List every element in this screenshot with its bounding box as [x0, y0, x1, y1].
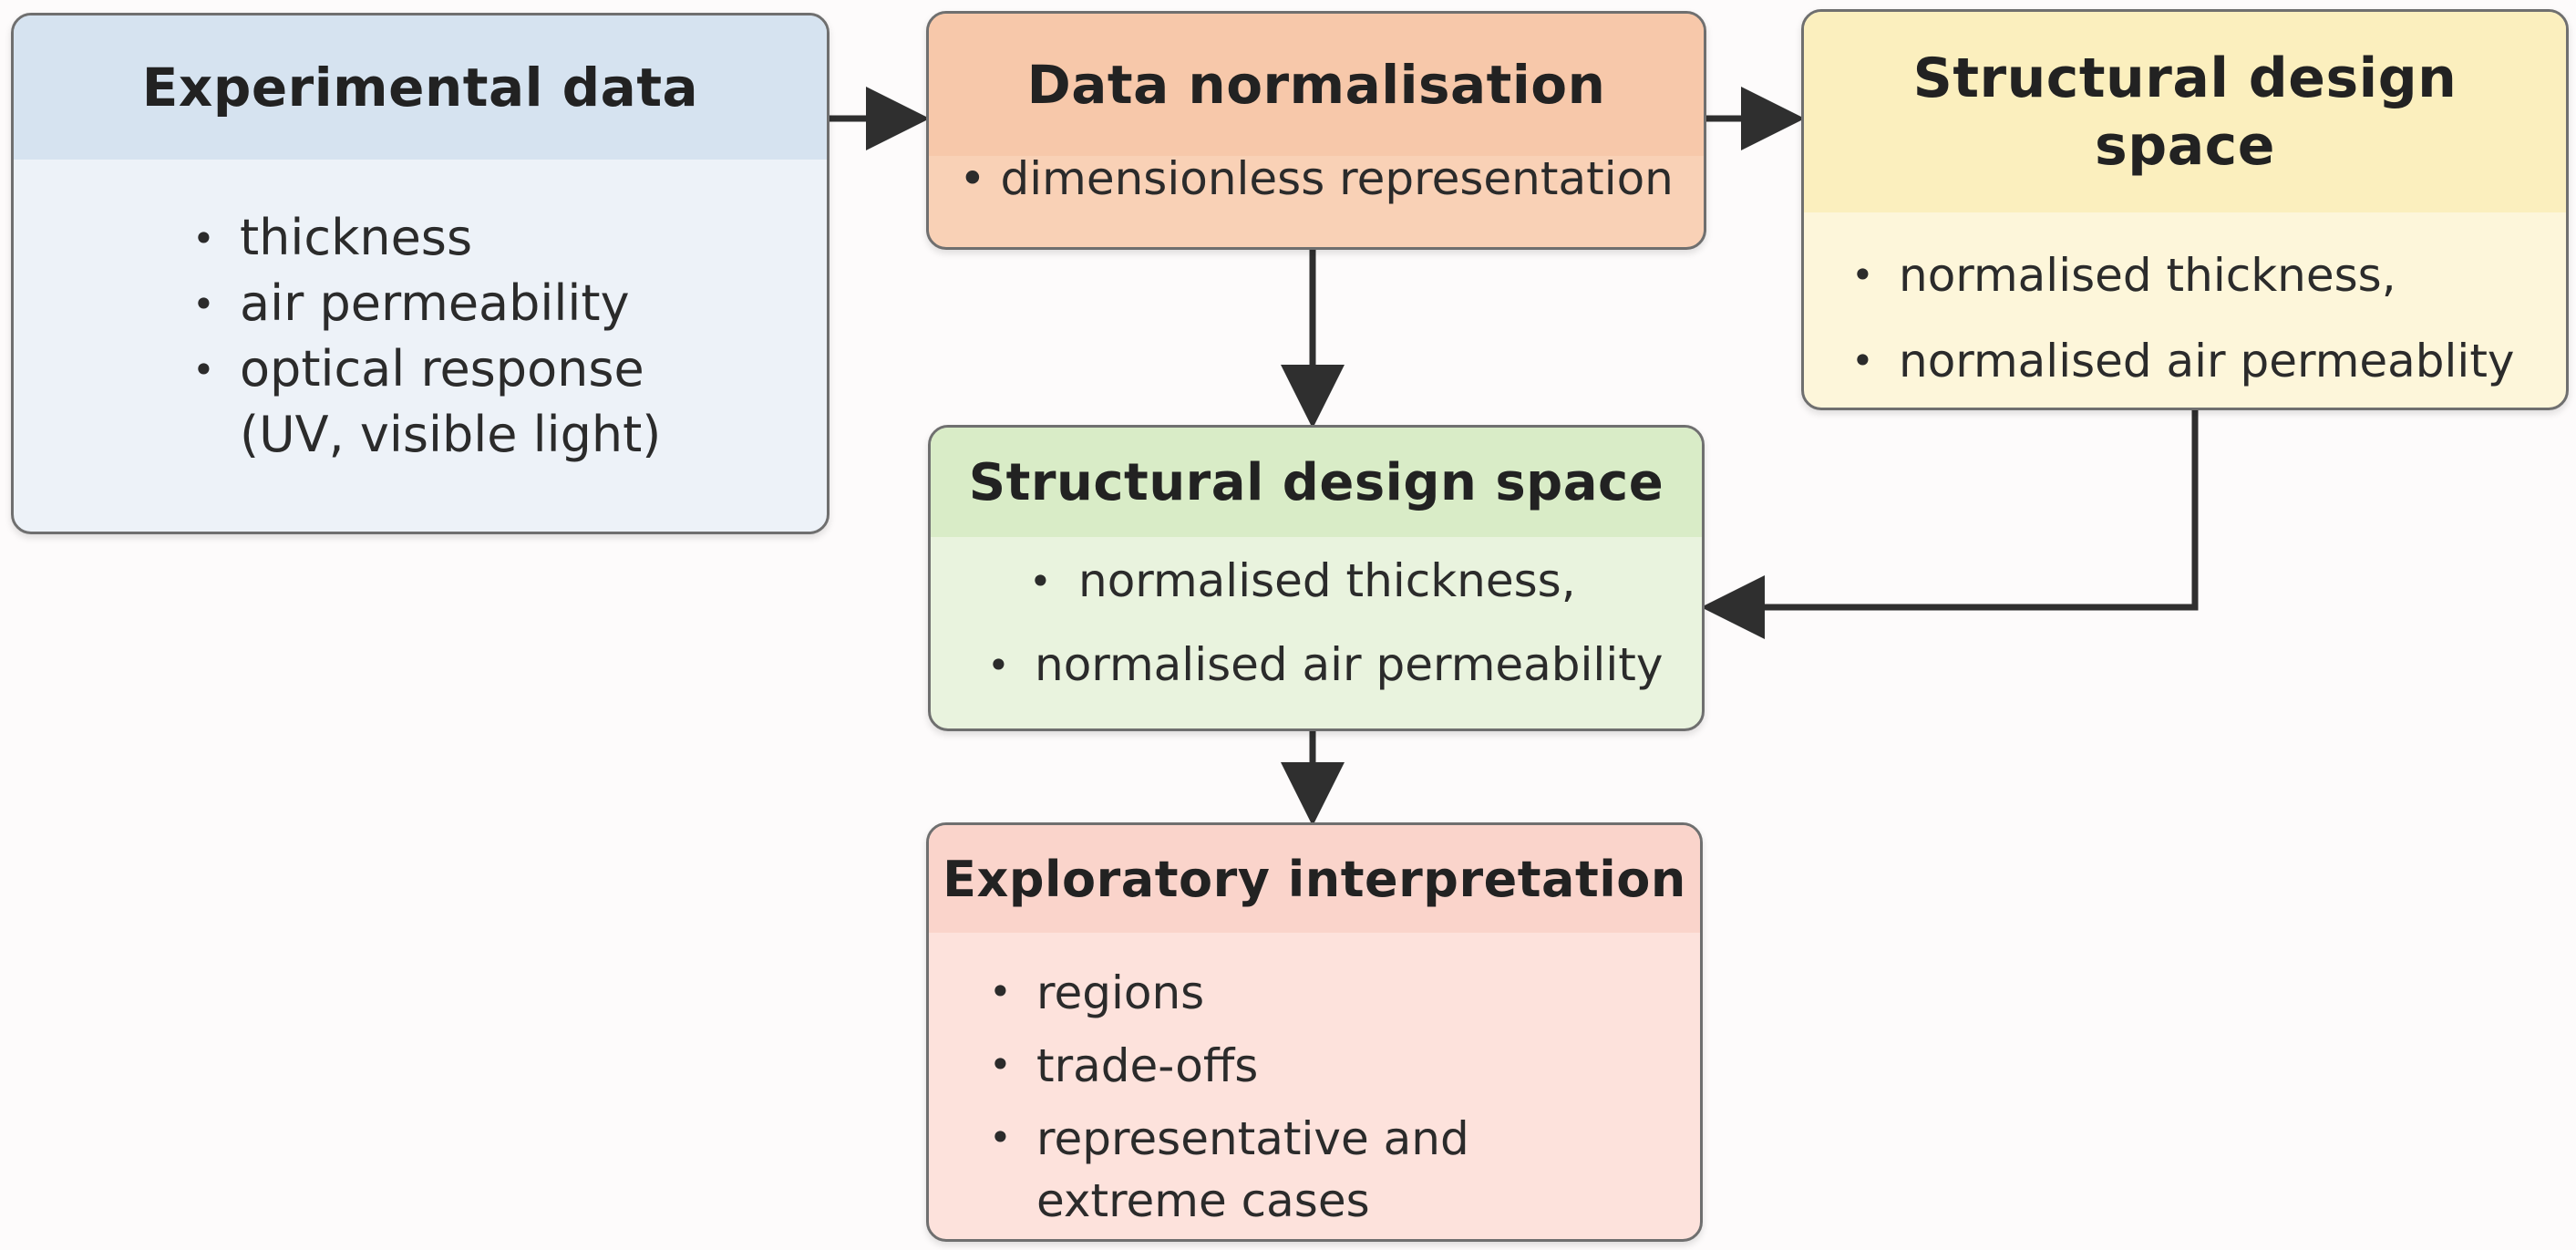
list-item: • dimensionless representation: [929, 152, 1704, 205]
experimental-data-title: Experimental data: [14, 15, 827, 160]
bullet-icon: •: [989, 1042, 1012, 1087]
exploratory-interpretation-list: • regions • trade-offs • representative and…: [980, 962, 1700, 1232]
item-text: regions: [1036, 966, 1205, 1019]
structural-design-space-right-list: • normalised thickness, • normalised air p…: [1842, 232, 2566, 404]
bullet-icon: •: [192, 216, 215, 261]
bullet-icon: •: [959, 152, 1001, 205]
bullet-icon: •: [1851, 253, 1874, 297]
experimental-data-box: Experimental data • thickness • air permea…: [11, 13, 829, 534]
item-text: air permeability: [240, 274, 630, 332]
structural-design-space-center-title: Structural design space: [931, 428, 1702, 537]
item-text: normalised air permeablity: [1899, 335, 2515, 387]
bullet-icon: •: [989, 1115, 1012, 1160]
data-normalisation-box: Data normalisation • dimensionless repre…: [926, 11, 1706, 250]
item-text: optical response (UV, visible light): [240, 340, 662, 463]
item-text: thickness: [240, 209, 473, 266]
item-text: normalised air permeability: [1035, 638, 1664, 691]
list-item: • optical response (UV, visible light): [183, 336, 827, 468]
bullet-icon: •: [192, 282, 215, 326]
item-text: representative and extreme cases: [1036, 1112, 1469, 1227]
exploratory-interpretation-box: Exploratory interpretation • regions • tra…: [926, 822, 1703, 1242]
bullet-icon: •: [987, 643, 1010, 687]
structural-design-space-right-title: Structural design space: [1804, 12, 2566, 212]
bullet-icon: •: [1851, 338, 1874, 383]
bullet-icon: •: [1029, 559, 1052, 604]
list-item: • normalised air permeablity: [1842, 318, 2566, 404]
list-item: • thickness: [183, 205, 827, 271]
bullet-icon: •: [192, 347, 215, 392]
exploratory-interpretation-title: Exploratory interpretation: [929, 825, 1700, 933]
data-normalisation-title: Data normalisation: [929, 14, 1704, 156]
structural-design-space-right-box: Structural design space • normalised thic…: [1801, 9, 2569, 410]
list-item: • regions: [980, 962, 1700, 1024]
list-item: • normalised thickness,: [1842, 232, 2566, 318]
structural-design-space-center-box: Structural design space • normalised thic…: [928, 425, 1705, 731]
arrow-design-space-right-to-center: [1701, 410, 2199, 639]
list-item: • normalised thickness,: [978, 539, 1702, 623]
structural-design-space-center-list: • normalised thickness, • normalised air p…: [978, 539, 1702, 707]
list-item: • representative and extreme cases: [980, 1108, 1700, 1232]
list-item: • normalised air permeability: [978, 623, 1702, 707]
list-item: • air permeability: [183, 271, 827, 336]
experimental-data-list: • thickness • air permeability • optical re…: [183, 205, 827, 468]
bullet-icon: •: [989, 969, 1012, 1014]
item-text: dimensionless representation: [1000, 152, 1674, 205]
item-text: trade-offs: [1036, 1039, 1259, 1092]
item-text: normalised thickness,: [1078, 554, 1576, 607]
item-text: normalised thickness,: [1899, 249, 2396, 302]
list-item: • trade-offs: [980, 1035, 1700, 1097]
